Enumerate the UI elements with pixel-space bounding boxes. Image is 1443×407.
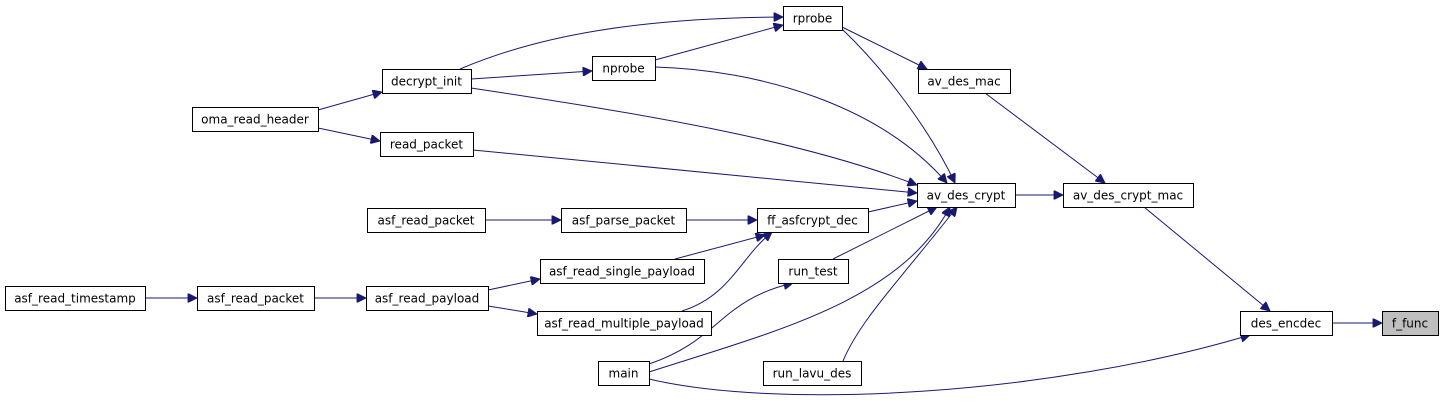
node-label: asf_read_single_payload (549, 265, 695, 279)
node-box (537, 311, 712, 336)
node-label: des_encdec (1251, 317, 1321, 331)
edge-nprobe-to-rprobe (654, 25, 783, 61)
edge-asf-read-payload-to-asf-read-single-payload (487, 279, 540, 291)
node-box (366, 286, 489, 311)
node-label: decrypt_init (391, 75, 462, 89)
node-label: asf_read_packet (377, 214, 474, 228)
edge-asf-read-single-payload-to-ff-asfcrypt-dec (674, 235, 765, 260)
node-asf-read-payload[interactable]: asf_read_payload (366, 286, 489, 311)
node-label: oma_read_header (201, 113, 309, 127)
edge-nprobe-to-av-des-crypt (654, 66, 947, 183)
edge-run-lavu-des-to-av-des-crypt (842, 207, 957, 362)
node-box (917, 183, 1016, 208)
edge-av-des-mac-to-av-des-crypt-mac (984, 92, 1105, 183)
node-asf-read-timestamp[interactable]: asf_read_timestamp (5, 286, 146, 311)
node-av-des-crypt[interactable]: av_des_crypt (917, 183, 1016, 208)
node-box (763, 361, 862, 386)
edge-asf-read-payload-to-asf-read-multiple-payload (487, 305, 537, 314)
node-des-encdec[interactable]: des_encdec (1240, 311, 1333, 336)
node-box (1063, 183, 1194, 208)
node-box (192, 107, 319, 132)
edge-main-to-run-test (648, 283, 793, 365)
node-box (380, 132, 474, 157)
edge-main-to-av-des-crypt (648, 207, 950, 373)
node-oma-read-header[interactable]: oma_read_header (192, 107, 319, 132)
function-nodes: asf_read_timestamp asf_read_packet asf_rea… (5, 6, 1439, 386)
edge-decrypt-init-to-rprobe (459, 17, 783, 70)
node-asf-read-packet-1[interactable]: asf_read_packet (197, 286, 315, 311)
node-run-lavu-des[interactable]: run_lavu_des (763, 361, 862, 386)
edge-oma-read-header-to-decrypt-init (317, 92, 382, 111)
node-label: main (609, 367, 639, 381)
node-box (1240, 311, 1333, 336)
node-label: run_lavu_des (773, 367, 852, 381)
node-box (918, 69, 1011, 94)
edge-av-des-crypt-mac-to-des-encdec (1143, 206, 1270, 311)
node-box (561, 208, 687, 233)
edge-rprobe-to-av-des-crypt (841, 28, 955, 183)
node-av-des-mac[interactable]: av_des_mac (918, 69, 1011, 94)
edge-decrypt-init-to-av-des-crypt (470, 87, 917, 185)
node-nprobe[interactable]: nprobe (592, 56, 656, 81)
node-asf-parse-packet[interactable]: asf_parse_packet (561, 208, 687, 233)
node-run-test[interactable]: run_test (778, 259, 849, 284)
node-ff-asfcrypt-dec[interactable]: ff_asfcrypt_dec (757, 208, 869, 233)
edge-rprobe-to-av-des-mac (841, 26, 927, 69)
node-box (757, 208, 869, 233)
node-box (778, 259, 849, 284)
node-asf-read-multiple-payload[interactable]: asf_read_multiple_payload (537, 311, 712, 336)
node-label: asf_read_payload (375, 292, 480, 306)
edge-run-test-to-av-des-crypt (832, 207, 937, 260)
node-rprobe[interactable]: rprobe (783, 6, 843, 31)
node-label: av_des_crypt (927, 189, 1006, 203)
node-label: ff_asfcrypt_dec (767, 214, 858, 228)
node-label: read_packet (390, 138, 463, 152)
node-label: asf_read_packet (207, 292, 304, 306)
edge-asf-read-multiple-payload-to-ff-asfcrypt-dec (681, 232, 772, 312)
node-f-func[interactable]: f_func (1382, 311, 1439, 336)
node-label: run_test (788, 265, 837, 279)
node-label: av_des_mac (927, 75, 1000, 89)
edge-decrypt-init-to-nprobe (470, 71, 592, 80)
node-label: asf_read_timestamp (14, 292, 136, 306)
node-box (783, 6, 843, 31)
node-read-packet[interactable]: read_packet (380, 132, 474, 157)
edge-read-packet-to-av-des-crypt (472, 149, 917, 193)
node-label: asf_read_multiple_payload (544, 317, 704, 331)
node-box (1382, 311, 1439, 336)
edge-ff-asfcrypt-dec-to-av-des-crypt (867, 201, 917, 213)
edge-main-to-des-encdec (648, 335, 1250, 396)
node-box (598, 361, 650, 386)
node-box (5, 286, 146, 311)
node-main[interactable]: main (598, 361, 650, 386)
node-asf-read-packet-2[interactable]: asf_read_packet (367, 208, 486, 233)
node-av-des-crypt-mac[interactable]: av_des_crypt_mac (1063, 183, 1194, 208)
node-label: rprobe (793, 12, 833, 26)
node-box (382, 69, 472, 94)
node-asf-read-single-payload[interactable]: asf_read_single_payload (540, 259, 705, 284)
node-box (540, 259, 705, 284)
node-decrypt-init[interactable]: decrypt_init (382, 69, 472, 94)
node-label: nprobe (602, 62, 644, 76)
call-edges (145, 17, 1382, 396)
node-label: f_func (1392, 317, 1428, 331)
node-box (197, 286, 315, 311)
node-label: asf_parse_packet (572, 214, 676, 228)
edge-oma-read-header-to-read-packet (317, 127, 380, 141)
node-box (367, 208, 486, 233)
node-label: av_des_crypt_mac (1073, 189, 1183, 203)
node-box (592, 56, 656, 81)
